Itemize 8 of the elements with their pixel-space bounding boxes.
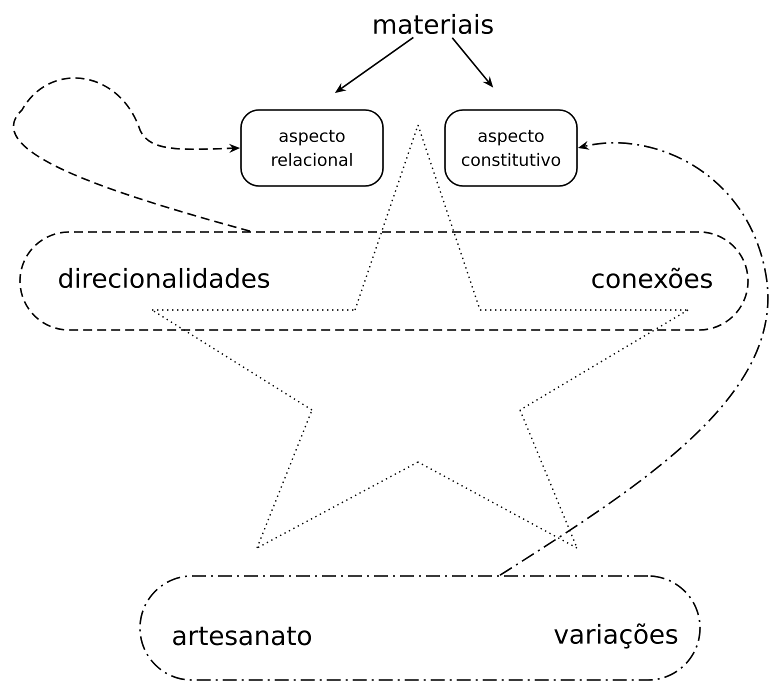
band-label: artesanato xyxy=(173,626,311,646)
band-label: direcionalidades xyxy=(59,268,270,288)
band-label: variações xyxy=(554,623,678,649)
rounded-box: aspecto relacional xyxy=(240,109,384,187)
band-label: conexões xyxy=(592,268,712,288)
heading-text: materiais xyxy=(374,14,493,34)
rounded-box: aspecto constitutivo xyxy=(444,109,578,187)
arrow xyxy=(13,77,250,232)
